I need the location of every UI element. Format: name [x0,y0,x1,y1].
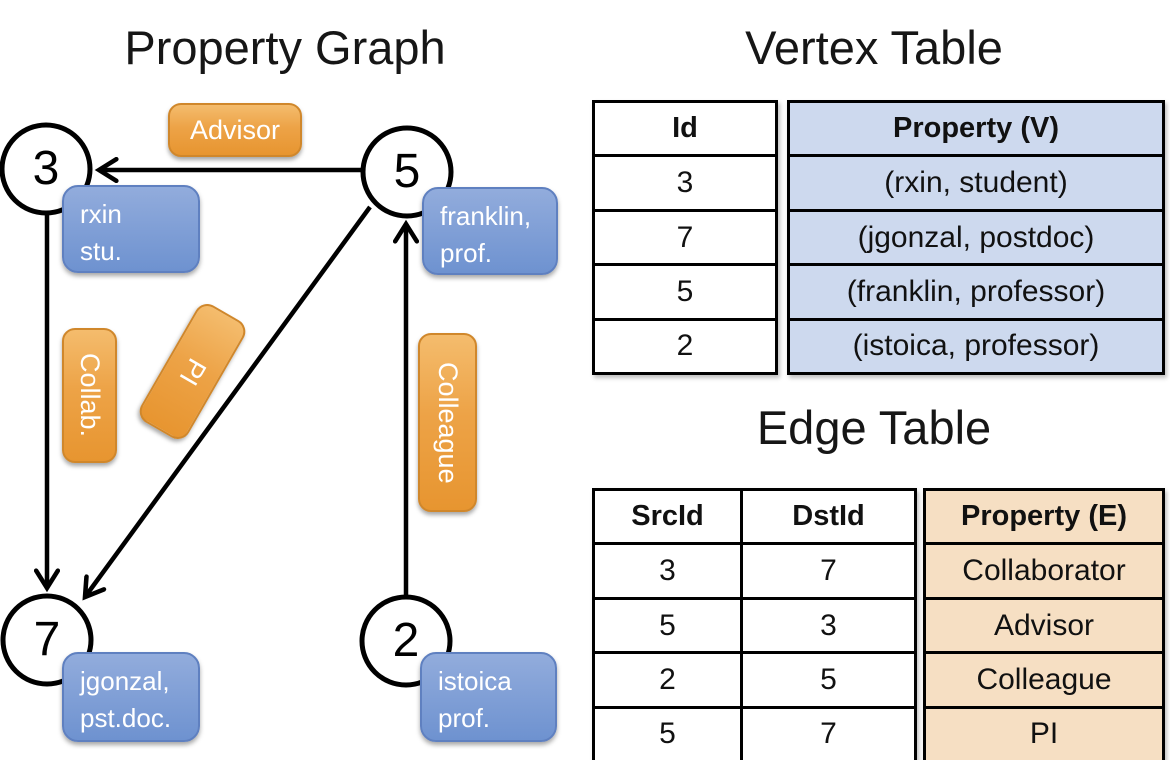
edge-table-header-property: Property (E) [926,491,1162,546]
table-cell: 5 [595,708,743,760]
table-cell: 3 [595,545,743,597]
vertex-label-istoica: istoica prof. [420,652,557,742]
vertex-table-id-column: Id 3 7 5 2 [592,100,778,375]
table-row: 2 5 [595,654,914,709]
vertex-id-3: 3 [32,142,60,195]
edge-table-title: Edge Table [756,401,992,454]
table-cell: Advisor [926,600,1162,655]
table-cell: 3 [595,157,775,212]
property-graph-title: Property Graph [124,21,446,74]
edge-label-colleague: Colleague [418,333,477,512]
vertex-table-property-column: Property (V) (rxin, student) (jgonzal, p… [787,100,1165,375]
table-cell: 7 [820,717,837,751]
table-cell: (rxin, student) [790,157,1162,212]
table-cell: (jgonzal, postdoc) [790,212,1162,267]
table-cell: (franklin, professor) [790,266,1162,321]
table-cell: 5 [595,599,743,652]
vertex-label-jgonzal: jgonzal, pst.doc. [62,652,200,742]
edge-table-id-columns: SrcId DstId 3 7 5 3 2 5 5 7 [592,488,917,760]
edge-table-header-dst: DstId [792,500,865,533]
table-cell: 7 [595,212,775,267]
table-row: 5 3 [595,599,914,655]
table-cell: Collaborator [926,545,1162,600]
edge-label-advisor: Advisor [168,103,302,157]
vertex-id-5: 5 [393,145,421,198]
vertex-label-rxin: rxin stu. [62,185,200,273]
table-cell: 3 [820,608,837,642]
vertex-id-2: 2 [392,614,420,667]
vertex-table-title: Vertex Table [745,21,1003,74]
edge-table-header-row: SrcId DstId [595,491,914,546]
edge-5-to-7 [85,205,372,597]
table-cell: Colleague [926,654,1162,709]
vertex-id-7: 7 [33,613,61,666]
table-cell: 2 [676,329,694,363]
edge-table-property-column: Property (E) Collaborator Advisor Collea… [923,488,1165,760]
table-row: 5 7 [595,708,914,760]
vertex-table-header-property: Property (V) [790,103,1162,158]
vertex-table-header-id: Id [595,103,775,158]
table-cell: 2 [595,654,743,706]
table-cell: (istoica, professor) [852,329,1100,363]
edge-table-header-src: SrcId [595,491,743,543]
table-row: 3 7 [595,545,914,600]
table-cell: 5 [595,266,775,321]
table-cell: PI [1029,717,1059,751]
edge-label-collab: Collab. [62,328,117,463]
table-cell: 5 [820,662,837,696]
table-cell: 7 [820,554,837,588]
vertex-label-franklin: franklin, prof. [422,187,558,275]
